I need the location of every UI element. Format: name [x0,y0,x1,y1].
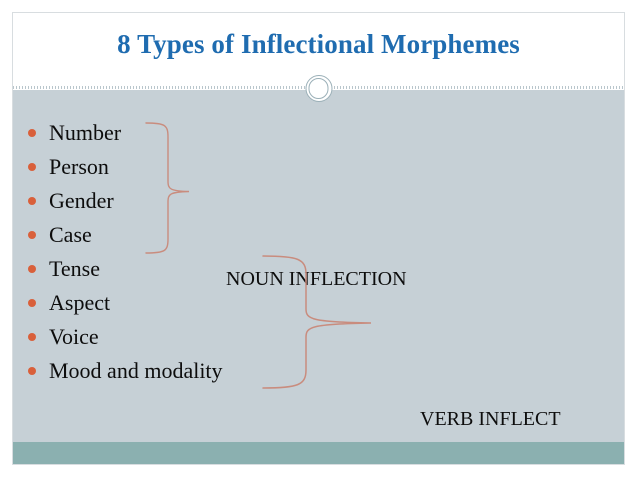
bullet-dot-icon [28,265,36,273]
list-item: Voice [28,320,223,354]
list-item: Case [28,218,223,252]
list-item-label: Aspect [49,290,111,315]
list-item-label: Case [49,222,92,247]
double-ring-circle-icon [305,75,332,102]
list-item-label: Voice [49,324,99,349]
slide-body-area: Number Person Gender Case Tense Aspect [13,90,624,464]
bullet-dot-icon [28,129,36,137]
group-label-noun-inflection: NOUN INFLECTION [226,268,407,290]
slide-canvas: 8 Types of Inflectional Morphemes Number… [12,12,625,465]
list-item-label: Gender [49,188,114,213]
group-label-verb-inflect: VERB INFLECT [420,408,561,430]
list-item-label: Tense [49,256,100,281]
bullet-list: Number Person Gender Case Tense Aspect [28,116,223,388]
list-item-label: Person [49,154,109,179]
list-item: Gender [28,184,223,218]
list-item: Number [28,116,223,150]
bullet-dot-icon [28,299,36,307]
bullet-dot-icon [28,163,36,171]
bottom-accent-bar [13,442,624,464]
bullet-dot-icon [28,197,36,205]
bullet-dot-icon [28,367,36,375]
list-item-label: Mood and modality [49,358,223,383]
bullet-dot-icon [28,231,36,239]
bullet-dot-icon [28,333,36,341]
list-item: Mood and modality [28,354,223,388]
page-title: 8 Types of Inflectional Morphemes [117,29,520,59]
list-item: Person [28,150,223,184]
list-item: Aspect [28,286,223,320]
list-item-label: Number [49,120,122,145]
list-item: Tense [28,252,223,286]
